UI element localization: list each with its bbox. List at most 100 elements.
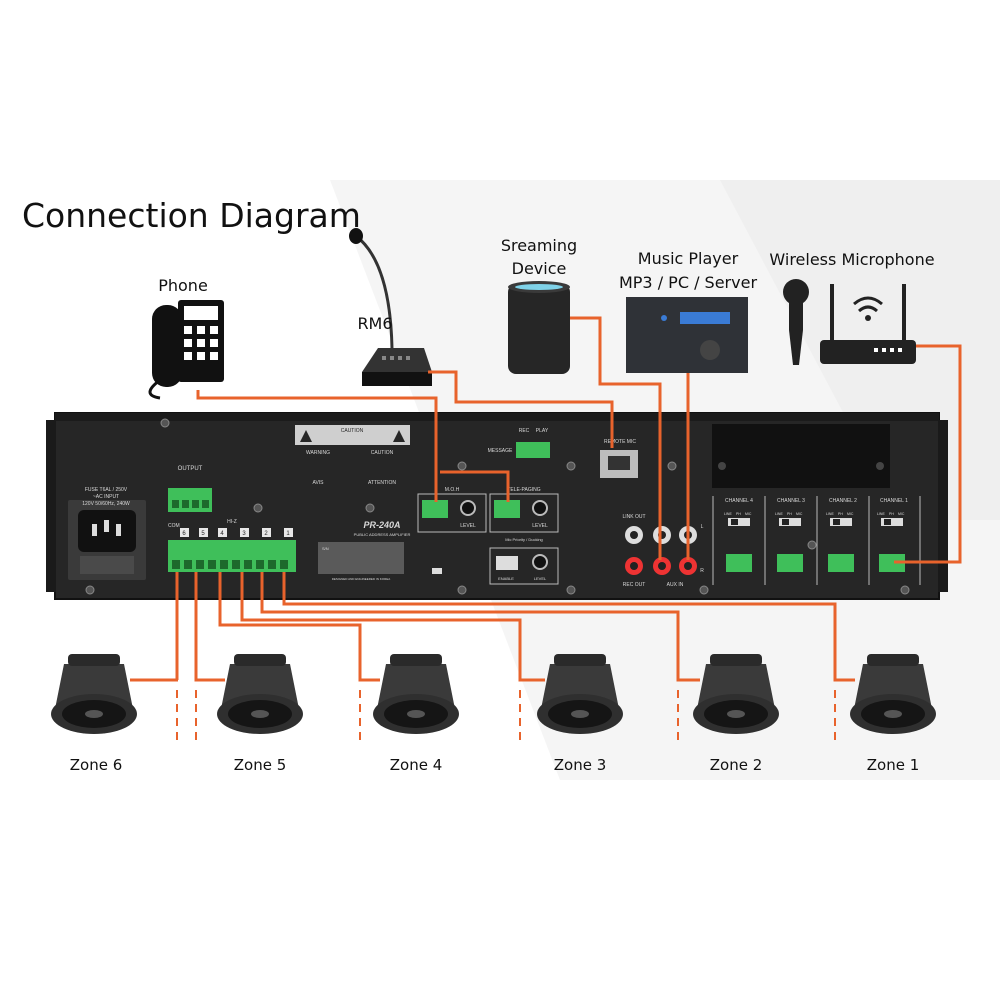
wire-phone-to-moh: [196, 390, 438, 502]
terminal-label: 4: [220, 531, 224, 537]
play-label: PLAY: [536, 428, 549, 434]
ch4-line-label: LINE: [724, 512, 732, 516]
zone-label: Zone 3: [553, 756, 607, 774]
diagram-title: Connection Diagram: [22, 196, 361, 235]
sn-label: S/N: [322, 546, 329, 551]
priority-label: Mic Priority / Ducking: [505, 537, 543, 542]
model-label: PR-240A: [363, 520, 400, 530]
moh-level-label: LEVEL: [460, 523, 476, 529]
ceiling-speaker-icon: [537, 654, 623, 734]
ch3-line-label: LINE: [775, 512, 783, 516]
channel-terminals: [726, 554, 905, 572]
rca-jacks: [625, 526, 697, 575]
remote-mic-label: REMOTE MIC: [604, 439, 636, 445]
wire-zone5: [194, 572, 225, 682]
ch2-ph-label: PH: [838, 512, 843, 516]
channel-2-label: CHANNEL 2: [829, 498, 857, 504]
priority-level-knob: [532, 554, 548, 570]
terminal-label: 3: [242, 531, 246, 537]
channel-3-label: CHANNEL 3: [777, 498, 805, 504]
zone-label: Zone 2: [709, 756, 763, 774]
channel-1-label: CHANNEL 1: [880, 498, 908, 504]
streaming-label-line1: Sreaming: [500, 236, 578, 255]
aux-in-label: AUX IN: [667, 582, 684, 588]
terminal-label: 6: [182, 531, 186, 537]
smart-speaker-icon: [508, 281, 570, 374]
ch4-ph-label: PH: [736, 512, 741, 516]
fuse-line-3: 120V 50/60Hz, 240W: [82, 501, 130, 507]
wire-zone3: [240, 572, 545, 682]
made-in-label: DESIGNED AND ENGINEERED IN KOREA: [332, 577, 391, 581]
serial-plate: [318, 542, 404, 574]
phone-icon: [148, 300, 224, 400]
connection-wires: [130, 316, 962, 682]
moh-level-knob: [460, 500, 476, 516]
zone-label: Zone 4: [389, 756, 443, 774]
ch2-line-label: LINE: [826, 512, 834, 516]
caution-banner: [295, 425, 410, 445]
ch1-line-label: LINE: [877, 512, 885, 516]
moh-terminal: [422, 500, 448, 518]
channel-switches: [728, 518, 903, 526]
terminal-label: 2: [264, 531, 268, 537]
wire-zone2: [260, 572, 700, 682]
fuse-line-1: FUSE T6AL / 250V: [85, 487, 128, 493]
rm6-label: RM6: [357, 314, 393, 333]
ceiling-speaker-icon: [693, 654, 779, 734]
warning-label: WARNING: [306, 450, 330, 456]
model-sub-label: PUBLIC ADDRESS AMPLIFIER: [354, 532, 411, 537]
music-player-icon: [626, 297, 748, 373]
message-terminal: [516, 442, 550, 458]
ch1-mic-label: MIC: [898, 512, 905, 516]
wire-rm6-to-remote-mic: [428, 370, 614, 448]
streaming-label-line2: Device: [511, 259, 567, 278]
wireless-microphone-label: Wireless Microphone: [769, 250, 935, 269]
tele-paging-level-label: LEVEL: [532, 523, 548, 529]
moh-label: M.O.H: [445, 487, 460, 493]
ch3-ph-label: PH: [787, 512, 792, 516]
caution-label: CAUTION: [371, 450, 394, 456]
tele-paging-terminal: [494, 500, 520, 518]
phone-label: Phone: [158, 276, 208, 295]
ch3-mic-label: MIC: [796, 512, 803, 516]
zone-label: Zone 6: [69, 756, 123, 774]
blank-plate: [712, 424, 890, 488]
message-label: MESSAGE: [488, 448, 513, 454]
wireless-microphone-icon: [783, 279, 809, 365]
tele-paging-label: TELE-PAGING: [507, 487, 540, 493]
amplifier-rear-panel: [46, 412, 948, 600]
ceiling-speaker-icon: [217, 654, 303, 734]
ch4-mic-label: MIC: [745, 512, 752, 516]
ceiling-speaker-icon: [373, 654, 459, 734]
paging-microphone-icon: [349, 228, 432, 386]
wire-zone1: [282, 572, 855, 682]
wire-wireless-to-channel1: [894, 344, 962, 564]
caution-banner-text: CAUTION: [341, 428, 364, 434]
output-label: OUTPUT: [178, 466, 203, 472]
wire-moh-to-telepaging: [440, 470, 510, 502]
com-label: COM: [168, 523, 180, 529]
left-channel-label: L: [701, 524, 704, 530]
rec-label: REC: [519, 428, 530, 434]
hiz-label: HI-Z: [227, 519, 237, 525]
zone-label: Zone 1: [866, 756, 920, 774]
attention-label: ATTENTION: [368, 480, 396, 486]
wire-streaming-to-aux: [570, 316, 662, 560]
music-player-label-line2: MP3 / PC / Server: [618, 273, 758, 292]
priority-level-label: LEVEL: [534, 576, 547, 581]
link-out-label: LINK OUT: [622, 514, 645, 520]
ceiling-speaker-icon: [850, 654, 936, 734]
right-channel-label: R: [700, 568, 704, 574]
panel-labels: FUSE T6AL / 250V ~AC INPUT 120V 50/60Hz,…: [82, 428, 908, 588]
ceiling-speaker-icon: [51, 654, 137, 734]
avis-label: AVIS: [312, 480, 324, 486]
enable-label: ENABLE: [498, 576, 514, 581]
music-player-label-line1: Music Player: [637, 249, 739, 268]
ceiling-speakers: [51, 654, 936, 734]
priority-dip-switch: [496, 556, 518, 570]
dashed-wire-continuations: [176, 690, 836, 745]
fuse-line-2: ~AC INPUT: [93, 494, 119, 500]
zone-label: Zone 5: [233, 756, 287, 774]
